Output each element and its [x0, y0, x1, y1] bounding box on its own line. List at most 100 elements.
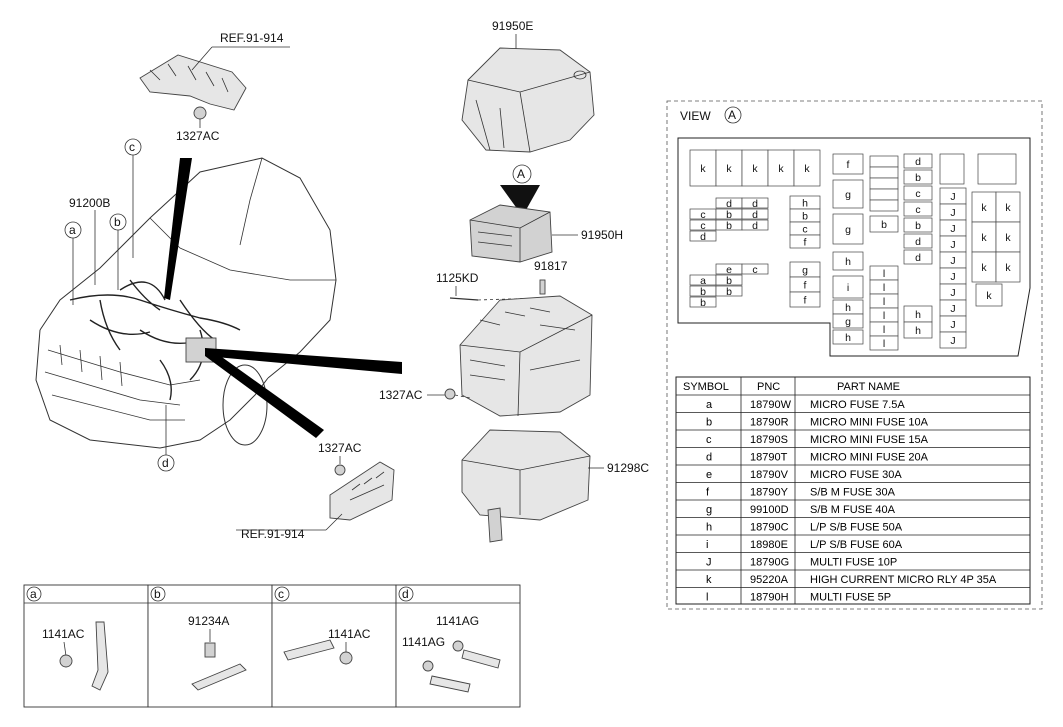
callout-c: c [124, 138, 142, 156]
row-part-name: MICRO MINI FUSE 15A [810, 434, 929, 446]
fuse-cell-label: b [726, 286, 732, 298]
bolt-icon [193, 106, 207, 120]
fuse-cell-label: d [752, 198, 758, 210]
fuse-cell-frame [869, 335, 899, 351]
fuse-cell-frame [903, 321, 933, 339]
fuse-cell-label: c [915, 204, 920, 216]
view-arrow-a: A [500, 164, 540, 210]
detail-box-b: b 91234A [147, 584, 273, 708]
cover-label: 91950E [492, 19, 533, 33]
fuse-cell-label: J [950, 271, 955, 283]
fuse-cell-label: J [950, 335, 955, 347]
fuse-cell-frame [715, 149, 743, 187]
bolt-icon [444, 388, 456, 400]
row-symbol: c [706, 434, 712, 446]
svg-text:a: a [69, 223, 76, 237]
fuse-cell-label: d [700, 231, 706, 243]
fuse-cell-label: e [726, 264, 732, 276]
fuse-cell-frame [971, 221, 997, 253]
fuse-cell-label: f [804, 237, 807, 249]
fuse-cell-frame [741, 219, 769, 231]
row-pnc: 18790G [750, 557, 789, 569]
fuse-cell-label: l [883, 338, 885, 350]
fuse-cell-label: h [802, 198, 808, 210]
fuse-icon [539, 279, 546, 295]
pointer-arrow [164, 158, 192, 300]
row-pnc: 18790W [750, 399, 792, 411]
fuse-cell-label: l [883, 282, 885, 294]
fuse-cell-frame [832, 251, 864, 271]
svg-text:d: d [162, 456, 169, 470]
fuse-cell-frame [903, 169, 933, 185]
row-part-name: S/B M FUSE 40A [810, 504, 896, 516]
fuse-cell-frame [939, 331, 967, 349]
fuse-cell-label: b [726, 220, 732, 232]
row-symbol: l [706, 592, 708, 604]
fuse-cell-frame [975, 283, 1003, 307]
fuse-cell-label: f [804, 280, 807, 292]
fuse-cell-frame [995, 191, 1021, 223]
detail-d-label-2: 1141AG [402, 635, 445, 649]
fuse-cell-label: k [752, 163, 758, 175]
fuse-cell-frame [869, 188, 899, 201]
row-part-name: MICRO MINI FUSE 20A [810, 452, 929, 464]
upper-bracket [139, 54, 247, 120]
fuse-cell-frame [832, 179, 864, 209]
fuse-cell-label: l [883, 296, 885, 308]
pointer-arrow [205, 348, 402, 374]
detail-box-c: c 1141AC [271, 584, 397, 708]
fuse-cell-label: f [847, 159, 850, 171]
fuse-cell-label: k [726, 163, 732, 175]
callout-a: a [64, 221, 82, 239]
callout-d: d [157, 454, 175, 472]
lower-case [461, 429, 591, 543]
lower-case-label: 91298C [607, 461, 649, 475]
svg-text:a: a [30, 587, 37, 601]
detail-c-label: 1141AC [328, 627, 371, 641]
fuse-cell-label: c [700, 220, 705, 232]
fuse-cell-label: J [950, 207, 955, 219]
view-marker: A [728, 108, 736, 122]
fuse-cell-label: b [802, 211, 808, 223]
fuse-cell-frame [715, 274, 743, 286]
fuse-cell-label: k [986, 290, 992, 302]
row-part-name: MICRO FUSE 30A [810, 469, 902, 481]
bolt-icon [452, 640, 464, 652]
fuse-cell-frame [689, 296, 717, 308]
svg-text:A: A [517, 167, 525, 181]
fuse-cell-frame [977, 153, 1017, 185]
fuse-cell-label: i [847, 282, 849, 294]
junction-box-label: 91950H [581, 228, 623, 242]
fuse-cell-frame [869, 166, 899, 179]
row-symbol: a [706, 399, 713, 411]
fuse-cell-label: g [845, 189, 851, 201]
fuse-cell-label: b [726, 209, 732, 221]
fuse-cell-label: d [915, 252, 921, 264]
ref-label-bottom: REF.91-914 [241, 527, 305, 541]
fuse-cell-label: b [700, 286, 706, 298]
fuse-cell-frame [689, 230, 717, 242]
header-pnc: PNC [757, 381, 780, 393]
fuse-cell-label: J [950, 239, 955, 251]
fuse-cell-label: c [915, 188, 920, 200]
svg-text:c: c [129, 140, 135, 154]
fuse-cell-label: d [752, 209, 758, 221]
fuse-cell-frame [789, 291, 821, 308]
svg-text:b: b [154, 587, 161, 601]
row-symbol: h [706, 522, 712, 534]
fuse-cell-frame [832, 313, 864, 329]
fuse-box-body [459, 295, 593, 417]
fuse-cell-frame [903, 249, 933, 265]
row-part-name: MULTI FUSE 10P [810, 557, 897, 569]
row-symbol: e [706, 469, 712, 481]
row-part-name: S/B M FUSE 30A [810, 487, 896, 499]
clip-icon [204, 642, 216, 658]
car-front-view [35, 157, 337, 449]
fuse-cell-label: h [845, 332, 851, 344]
detail-box-d: d 1141AG 1141AG [395, 584, 521, 708]
row-pnc: 18790Y [750, 487, 789, 499]
svg-text:d: d [402, 587, 409, 601]
